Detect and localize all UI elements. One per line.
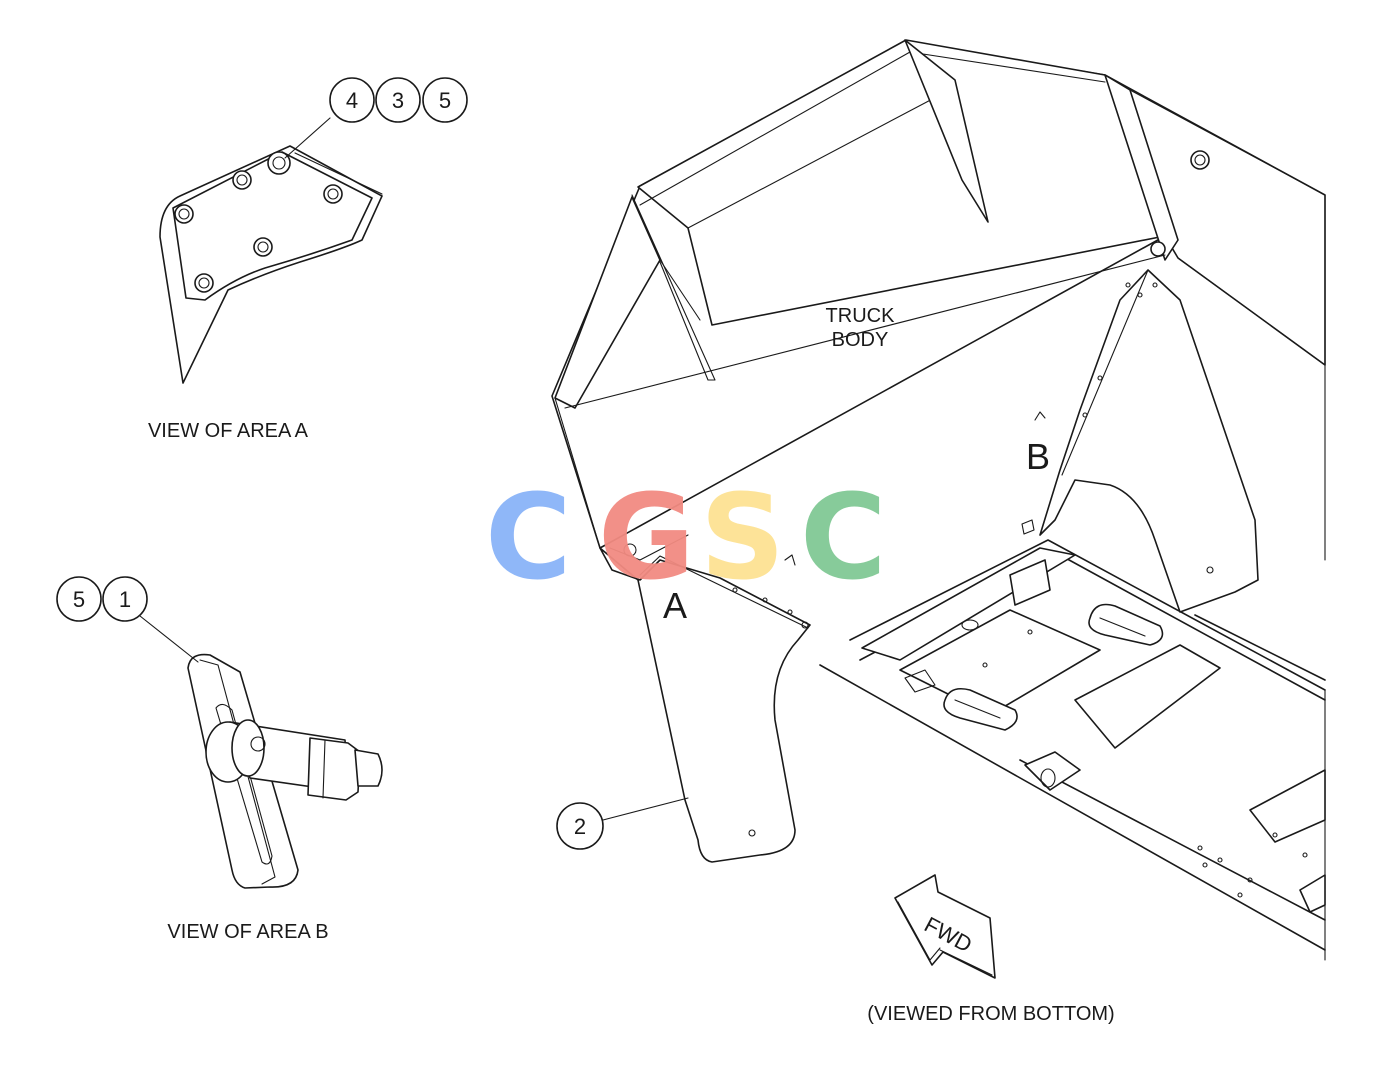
forward-arrow-icon: FWD [894, 874, 996, 979]
callout-number: 4 [346, 88, 358, 113]
callout-circle: 1 [102, 576, 148, 622]
watermark-letter: C [485, 468, 572, 606]
watermark-letter: G [598, 468, 695, 606]
callout-number: 1 [119, 587, 131, 612]
truck-body-assembly [551, 39, 1326, 961]
callout-circle: 3 [375, 77, 421, 123]
truck-body-label-line1: TRUCK [826, 305, 896, 327]
callout-group-area-a: 4 3 5 [329, 77, 468, 123]
callout-number: 2 [574, 814, 586, 839]
callout-circle: 2 [556, 802, 604, 850]
area-a-detail [159, 117, 383, 384]
bolt-group-area-a [174, 151, 343, 293]
watermark-letter: S [700, 468, 785, 606]
watermark-logo: C G S C [485, 468, 887, 606]
area-b-marker: B [1026, 436, 1050, 477]
view-area-a-label: VIEW OF AREA A [148, 420, 309, 442]
area-a-marker: A [663, 585, 687, 626]
viewed-from-label: (VIEWED FROM BOTTOM) [867, 1003, 1114, 1025]
view-area-b-label: VIEW OF AREA B [167, 921, 328, 943]
callout-number: 5 [439, 88, 451, 113]
callout-circle: 5 [422, 77, 468, 123]
truck-body-label-line2: BODY [832, 329, 889, 351]
area-b-detail [139, 615, 383, 889]
callout-group-area-b: 5 1 [56, 576, 148, 622]
callout-number: 3 [392, 88, 404, 113]
watermark-letter: C [800, 468, 887, 606]
callout-circle: 5 [56, 576, 102, 622]
callout-number: 5 [73, 587, 85, 612]
callout-circle: 4 [329, 77, 375, 123]
